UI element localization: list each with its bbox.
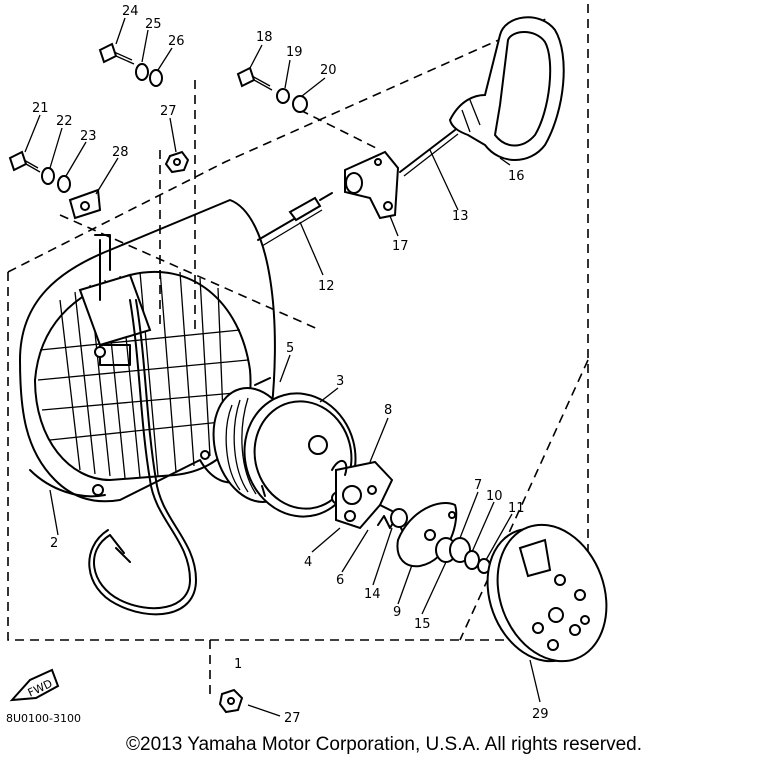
fasteners	[8, 42, 308, 714]
callout-8: 8	[384, 403, 392, 418]
starter-rope	[257, 129, 459, 247]
callout-6: 6	[336, 573, 344, 588]
starter-cup	[486, 523, 608, 663]
callout-5: 5	[286, 341, 294, 356]
callout-10: 10	[486, 489, 503, 504]
callout-3: 3	[336, 374, 344, 389]
forward-arrow-icon: FWD	[9, 668, 60, 702]
callout-1: 1	[234, 657, 242, 672]
callout-27-top: 27	[160, 104, 177, 119]
starter-handle	[448, 16, 565, 161]
callout-14: 14	[364, 587, 381, 602]
leader-lines	[24, 17, 541, 717]
callout-4: 4	[304, 555, 312, 570]
callout-25: 25	[145, 17, 162, 32]
callout-15: 15	[414, 617, 431, 632]
callout-21: 21	[32, 101, 49, 116]
callout-7: 7	[474, 478, 482, 493]
starter-pulley	[212, 387, 357, 518]
callout-labels: 24 25 26 18 19 20 21 22 23 27 28 16 13 1…	[32, 4, 549, 726]
callout-28: 28	[112, 145, 129, 160]
copyright-notice: ©2013 Yamaha Motor Corporation, U.S.A. A…	[126, 734, 642, 755]
return-spring	[377, 508, 408, 531]
callout-12: 12	[318, 279, 335, 294]
callout-16: 16	[508, 169, 525, 184]
callout-24: 24	[122, 4, 139, 19]
pawl-assembly	[331, 460, 401, 530]
part-code: 8U0100-3100	[6, 712, 81, 725]
callout-26: 26	[168, 34, 185, 49]
callout-13: 13	[452, 209, 469, 224]
callout-27-bottom: 27	[284, 711, 301, 726]
rope-guide-bracket	[344, 150, 400, 220]
callout-20: 20	[320, 63, 337, 78]
callout-11: 11	[508, 501, 525, 516]
callout-23: 23	[80, 129, 97, 144]
seal-cord	[88, 299, 197, 616]
callout-18: 18	[256, 30, 273, 45]
callout-17: 17	[392, 239, 409, 254]
callout-2: 2	[50, 536, 58, 551]
callout-19: 19	[286, 45, 303, 60]
callout-9: 9	[393, 605, 401, 620]
washer-stack	[435, 537, 491, 574]
callout-29: 29	[532, 707, 549, 722]
callout-22: 22	[56, 114, 73, 129]
